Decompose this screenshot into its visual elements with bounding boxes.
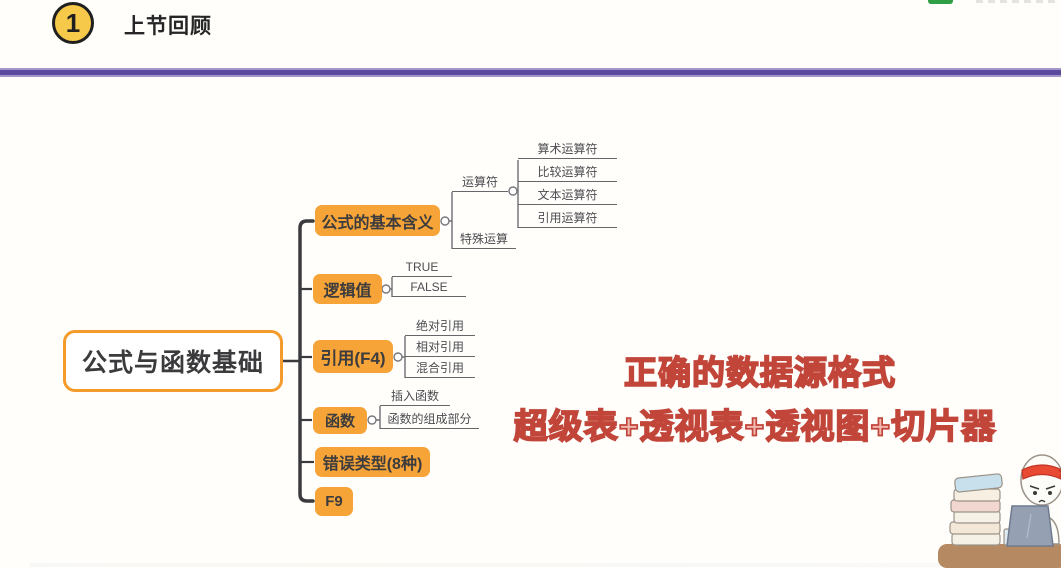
mascot-illustration xyxy=(938,454,1061,568)
branch-formula-meaning: 公式的基本含义 xyxy=(315,205,440,236)
leaf-relative-reference: 相对引用 xyxy=(405,339,475,357)
page-title: 上节回顾 xyxy=(124,15,212,38)
branch-error-types: 错误类型(8种) xyxy=(315,447,430,477)
watermark-logo-icon xyxy=(928,0,953,4)
leaf-operators: 运算符 xyxy=(452,174,508,192)
laptop xyxy=(1006,505,1054,547)
leaf-arithmetic-operators: 算术运算符 xyxy=(518,141,617,159)
desk xyxy=(938,544,1061,568)
branch-stub-lines xyxy=(300,287,314,464)
book-stack xyxy=(949,473,1003,546)
watermark-text-fragment xyxy=(976,0,1060,3)
branch-logical-values: 逻辑值 xyxy=(313,274,382,304)
branch-functions: 函数 xyxy=(313,407,367,434)
branch-f9: F9 xyxy=(315,487,353,516)
branch-references: 引用(F4) xyxy=(313,340,393,373)
purple-divider xyxy=(0,68,1061,77)
annotation-line-2: 超级表+透视表+透视图+切片器 xyxy=(513,407,997,447)
leaf-insert-function: 插入函数 xyxy=(380,388,450,406)
mindmap-root-node: 公式与函数基础 xyxy=(63,330,283,392)
bandana xyxy=(1021,464,1061,480)
leaf-comparison-operators: 比较运算符 xyxy=(518,164,617,182)
section-number-badge: 1 xyxy=(52,2,94,44)
leaf-function-components: 函数的组成部分 xyxy=(380,411,479,429)
annotation-line-1: 正确的数据源格式 xyxy=(623,353,896,392)
leaf-true: TRUE xyxy=(392,259,452,277)
leaf-false: FALSE xyxy=(392,279,466,297)
leaf-text-operators: 文本运算符 xyxy=(518,187,617,205)
leaf-special-operations: 特殊运算 xyxy=(452,231,516,249)
leaf-mixed-reference: 混合引用 xyxy=(405,360,475,378)
trunk-line xyxy=(298,219,315,503)
bottom-faint-watermark xyxy=(30,563,970,567)
leaf-absolute-reference: 绝对引用 xyxy=(405,318,475,336)
leaf-reference-operators: 引用运算符 xyxy=(518,210,617,228)
